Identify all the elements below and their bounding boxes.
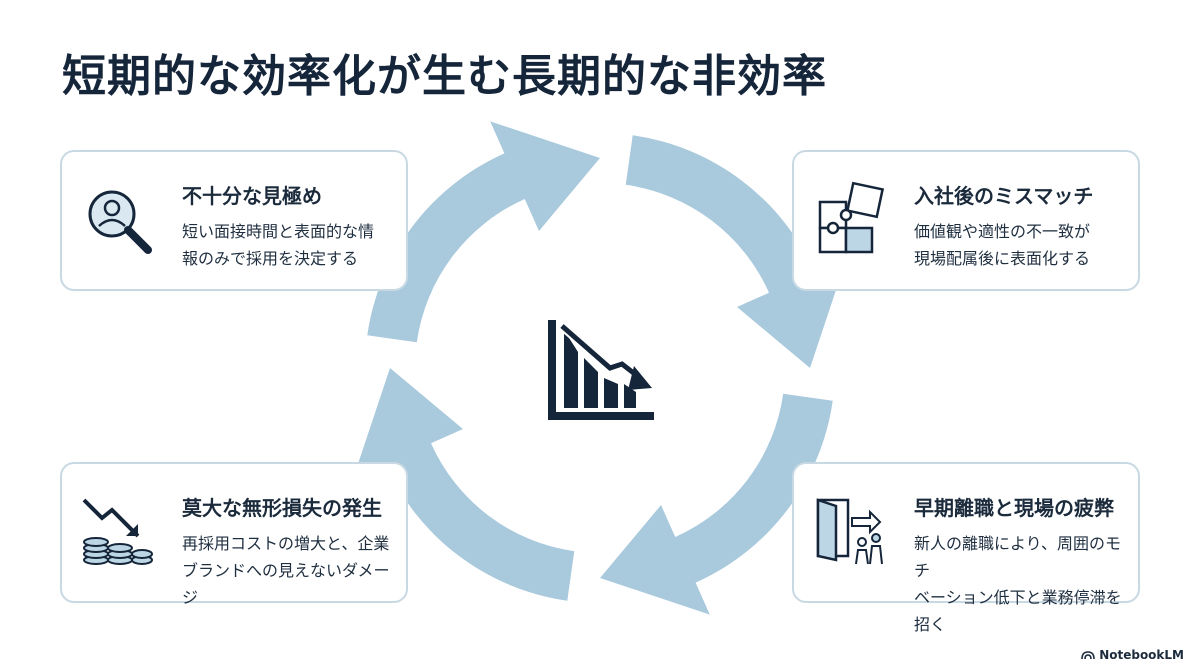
card-title: 早期離職と現場の疲弊 bbox=[914, 496, 1114, 520]
card-description: 新人の離職により、周囲のモチ ベーション低下と業務停滞を招く bbox=[914, 534, 1122, 634]
page-title: 短期的な効率化が生む長期的な非効率 bbox=[62, 51, 827, 102]
declining-bar-chart-icon bbox=[548, 320, 654, 420]
cycle-arrow-1 bbox=[367, 121, 600, 343]
footer-brand: NotebookLM bbox=[1081, 648, 1184, 662]
card-description: 短い面接時間と表面的な情 報のみで採用を決定する bbox=[182, 222, 375, 268]
card-early-turnover: 早期離職と現場の疲弊 新人の離職により、周囲のモチ ベーション低下と業務停滞を招… bbox=[792, 462, 1140, 634]
puzzle-icon bbox=[812, 180, 892, 260]
cycle-arrow-3 bbox=[600, 393, 833, 615]
card-title: 不十分な見極め bbox=[182, 184, 322, 208]
cycle-arrows bbox=[353, 121, 847, 615]
card-description: 再採用コストの増大と、企業 ブランドへの見えないダメージ bbox=[182, 534, 390, 607]
card-description: 価値観や適性の不一致が 現場配属後に表面化する bbox=[914, 222, 1091, 268]
magnifier-person-icon bbox=[80, 180, 160, 260]
notebooklm-logo-icon bbox=[1081, 651, 1095, 660]
card-insufficient-screening: 不十分な見極め 短い面接時間と表面的な情 報のみで採用を決定する bbox=[60, 150, 408, 291]
cycle-arrow-2 bbox=[625, 135, 847, 368]
card-huge-intangible-loss: 莫大な無形損失の発生 再採用コストの増大と、企業 ブランドへの見えないダメージ bbox=[60, 462, 408, 607]
coins-down-arrow-icon bbox=[80, 492, 160, 572]
card-title: 莫大な無形損失の発生 bbox=[182, 496, 382, 520]
card-title: 入社後のミスマッチ bbox=[914, 184, 1094, 208]
exit-door-people-icon bbox=[812, 492, 892, 572]
cycle-arrow-4 bbox=[353, 368, 575, 601]
footer-brand-text: NotebookLM bbox=[1099, 648, 1184, 662]
card-post-hire-mismatch: 入社後のミスマッチ 価値観や適性の不一致が 現場配属後に表面化する bbox=[792, 150, 1140, 291]
